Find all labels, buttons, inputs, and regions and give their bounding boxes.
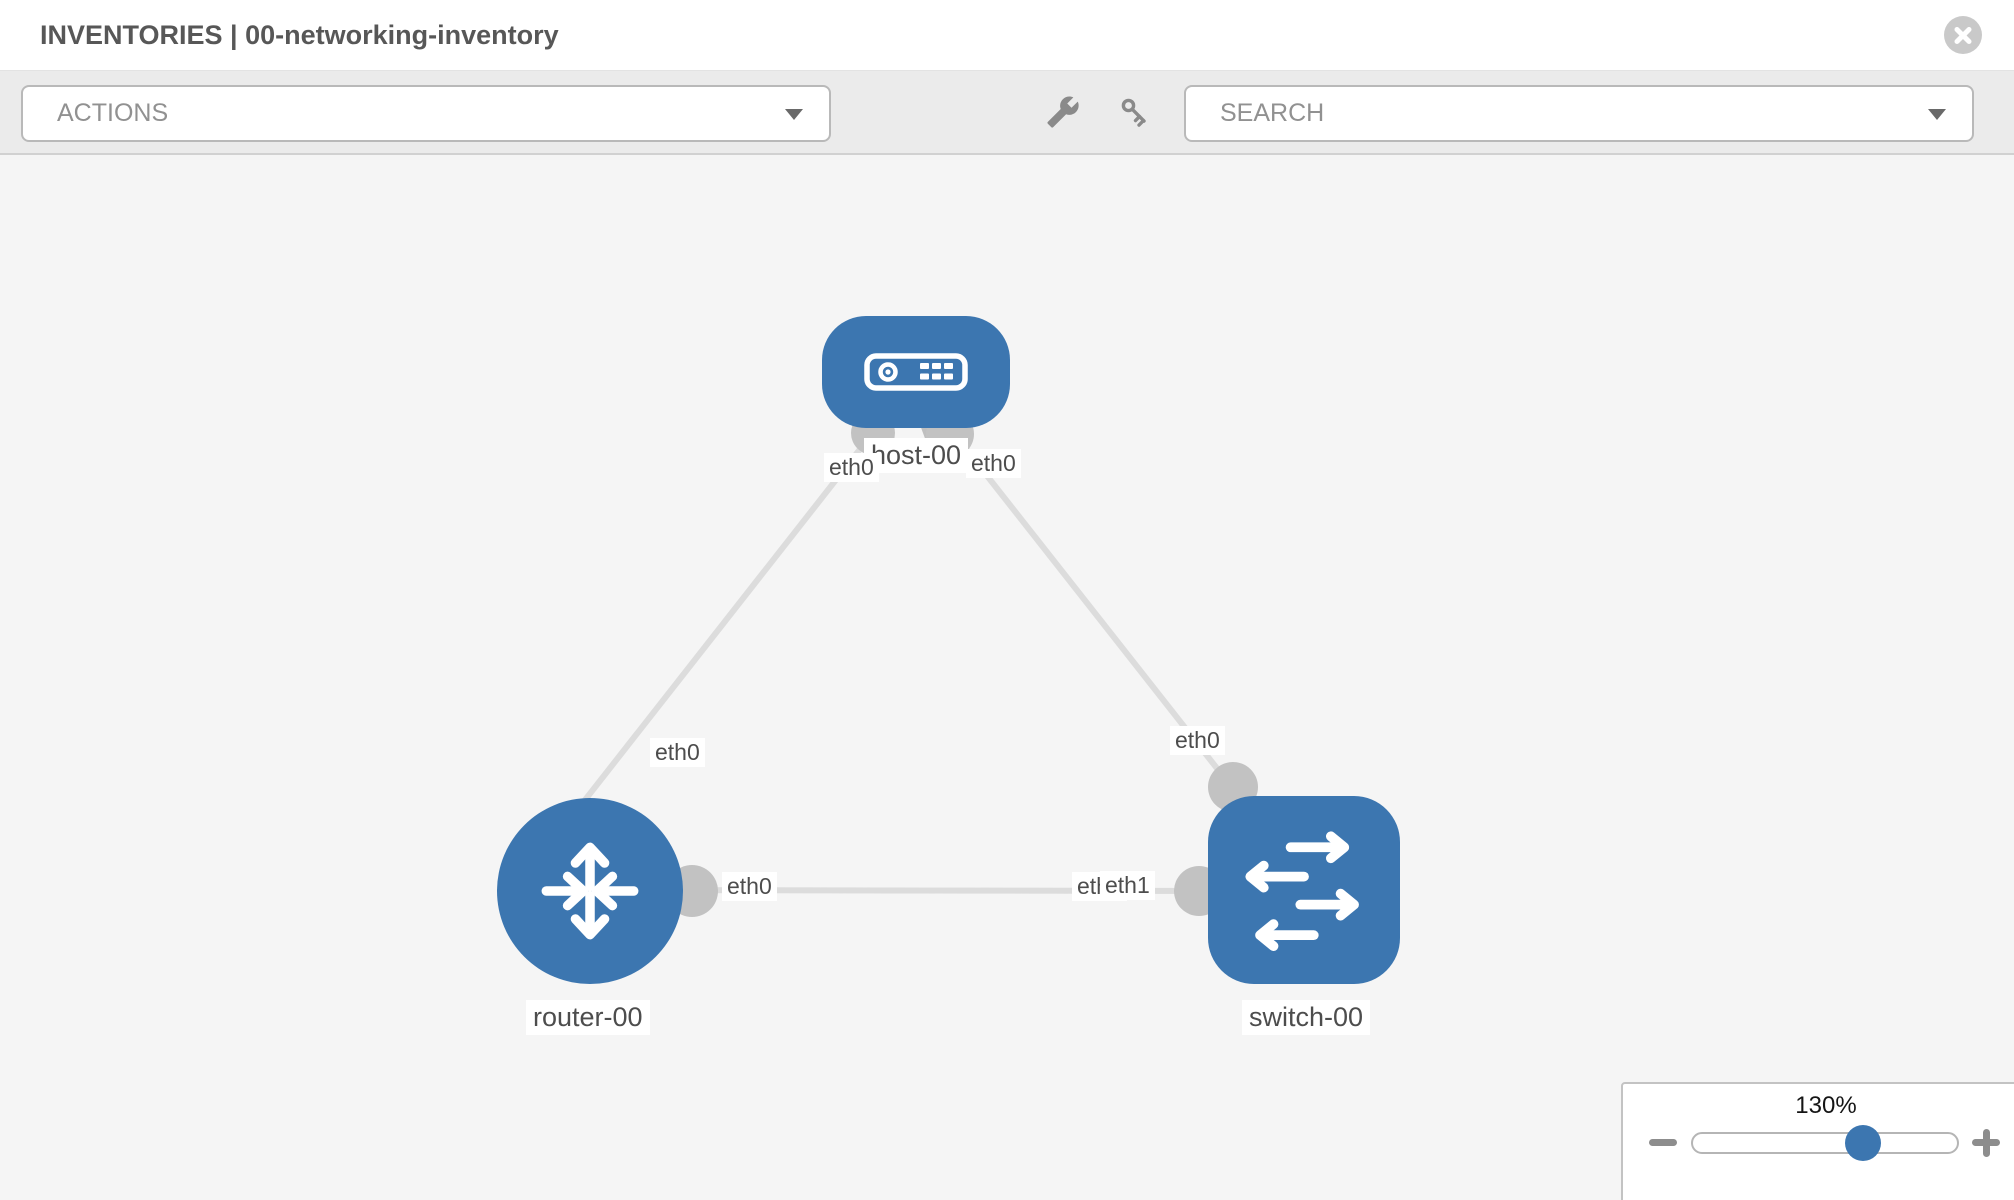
iface-label: eth0 xyxy=(650,738,705,767)
node-label-host: host-00 xyxy=(864,438,969,473)
credentials-button[interactable] xyxy=(1118,95,1154,131)
header: INVENTORIES | 00-networking-inventory xyxy=(0,0,2014,71)
zoom-panel: 130% xyxy=(1621,1082,2014,1200)
node-router-00[interactable] xyxy=(497,798,683,984)
switch-icon xyxy=(1245,831,1359,951)
iface-label: eth0 xyxy=(722,872,777,901)
iface-label: eth0 xyxy=(1170,726,1225,755)
page-title: INVENTORIES | 00-networking-inventory xyxy=(40,20,559,50)
zoom-in-button plus-icon[interactable] xyxy=(1968,1124,2004,1160)
key-icon xyxy=(1121,98,1146,127)
wrench-icon xyxy=(1047,96,1079,128)
actions-dropdown[interactable]: ACTIONS xyxy=(21,85,831,142)
iface-label: eth0 xyxy=(966,449,1021,478)
zoom-slider-track[interactable] xyxy=(1691,1132,1959,1154)
caret-down-icon xyxy=(1928,109,1946,120)
search-dropdown-label: SEARCH xyxy=(1220,99,1325,127)
node-host-00[interactable] xyxy=(822,316,1010,428)
actions-dropdown-label: ACTIONS xyxy=(57,99,169,127)
configure-button[interactable] xyxy=(1046,95,1082,131)
iface-label: eth1 xyxy=(1100,871,1155,900)
iface-label: eth0 xyxy=(824,453,879,482)
node-label-switch: switch-00 xyxy=(1242,1000,1371,1035)
node-label-router: router-00 xyxy=(526,1000,650,1035)
search-dropdown[interactable]: SEARCH xyxy=(1184,85,1974,142)
zoom-slider-thumb[interactable] xyxy=(1845,1125,1881,1161)
toolbar: ACTIONS SEARCH xyxy=(0,71,2014,155)
node-switch-00[interactable] xyxy=(1208,796,1400,984)
link-host-router[interactable] xyxy=(571,414,889,816)
host-icon xyxy=(864,353,968,391)
router-icon xyxy=(541,842,639,940)
zoom-out-button minus-icon[interactable] xyxy=(1649,1139,1677,1146)
close-button[interactable] xyxy=(1944,16,1982,54)
caret-down-icon xyxy=(785,109,803,120)
zoom-level-readout: 130% xyxy=(1795,1092,1857,1119)
